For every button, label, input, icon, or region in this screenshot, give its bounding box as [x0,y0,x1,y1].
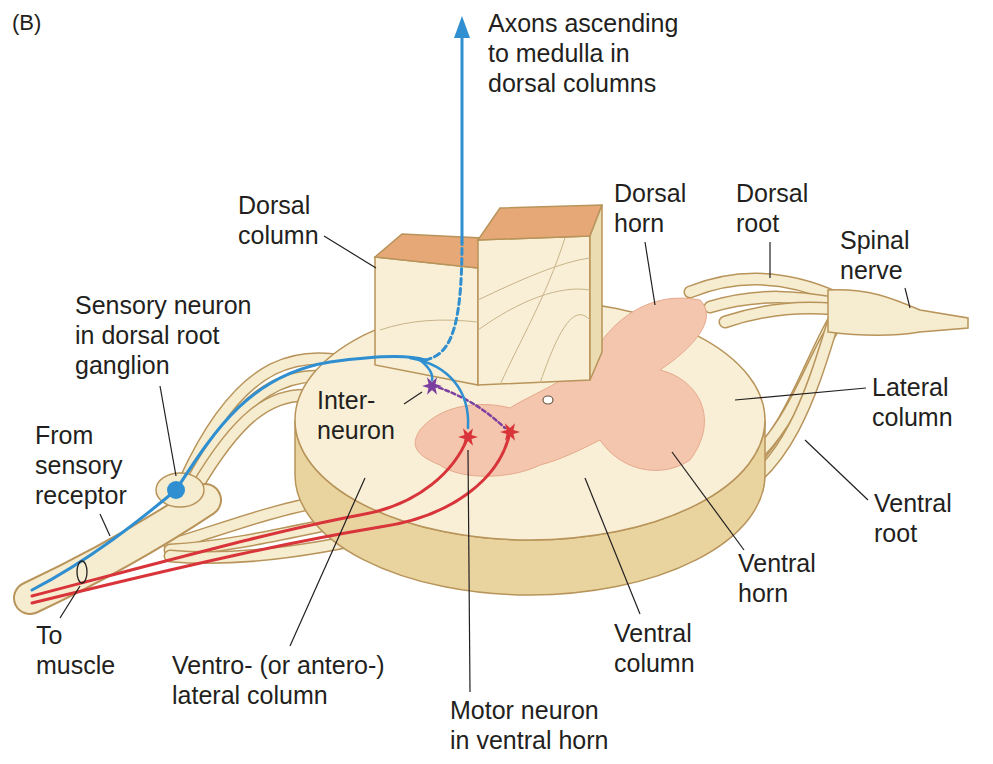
central-canal [543,396,553,404]
nerve-ring [77,561,87,583]
dorsal-column-block [375,257,478,385]
leader-line [324,236,376,268]
leader-line [645,242,655,305]
tract-line [478,289,590,330]
leader-line [100,514,110,536]
part-label: Sensory neuron in dorsal root ganglion [75,290,265,380]
part-label: From sensory receptor [35,420,145,510]
tract-line [478,258,590,300]
leader-line [735,388,866,400]
part-label: Dorsal root [736,178,831,238]
part-label: Lateral column [872,372,972,432]
leader-line [404,392,422,404]
arrowhead [454,16,470,38]
leader-line [60,586,80,618]
sensory-axon-ascending [461,34,464,242]
part-label: Ventral column [614,618,724,678]
motor-neuron-body [458,428,478,445]
dorsal-column-top [478,205,602,240]
motor-neuron-body [500,423,520,440]
tract-line [540,315,590,383]
part-label: Ventro- (or antero-) lateral column [172,650,402,710]
leader-line [905,288,910,308]
part-label: Spinal nerve [840,225,940,285]
sensory-axon [176,356,425,490]
leader-line [769,242,770,278]
interneuron-body [422,377,442,394]
tract-line [500,238,565,385]
panel-letter: (B) [12,8,72,38]
part-label: To muscle [36,620,124,680]
sensory-axon-ascending [425,242,462,360]
part-label: Dorsal column [238,190,338,250]
spinal-nerve-right [828,290,968,336]
leader-line [585,478,640,614]
dorsal-column-block [478,236,590,385]
leader-line [672,452,744,550]
sensory-branch [410,358,468,428]
dorsal-column-top [375,234,482,268]
dorsal-rootlet [725,308,835,322]
part-label: Axons ascending to medulla in dorsal col… [488,8,693,98]
part-label: Inter- neuron [317,385,401,445]
leader-line [290,478,365,646]
tract-line [380,320,478,330]
part-label: Dorsal horn [614,178,709,238]
sensory-cell-body [167,481,185,499]
leader-line [468,450,470,692]
part-label: Ventral horn [738,548,838,608]
leader-line [805,440,868,500]
part-label: Ventral root [874,488,974,548]
leader-line [160,386,176,476]
dorsal-rootlet [725,308,835,322]
part-label: Motor neuron in ventral horn [450,695,618,755]
dorsal-column-side [590,205,602,380]
